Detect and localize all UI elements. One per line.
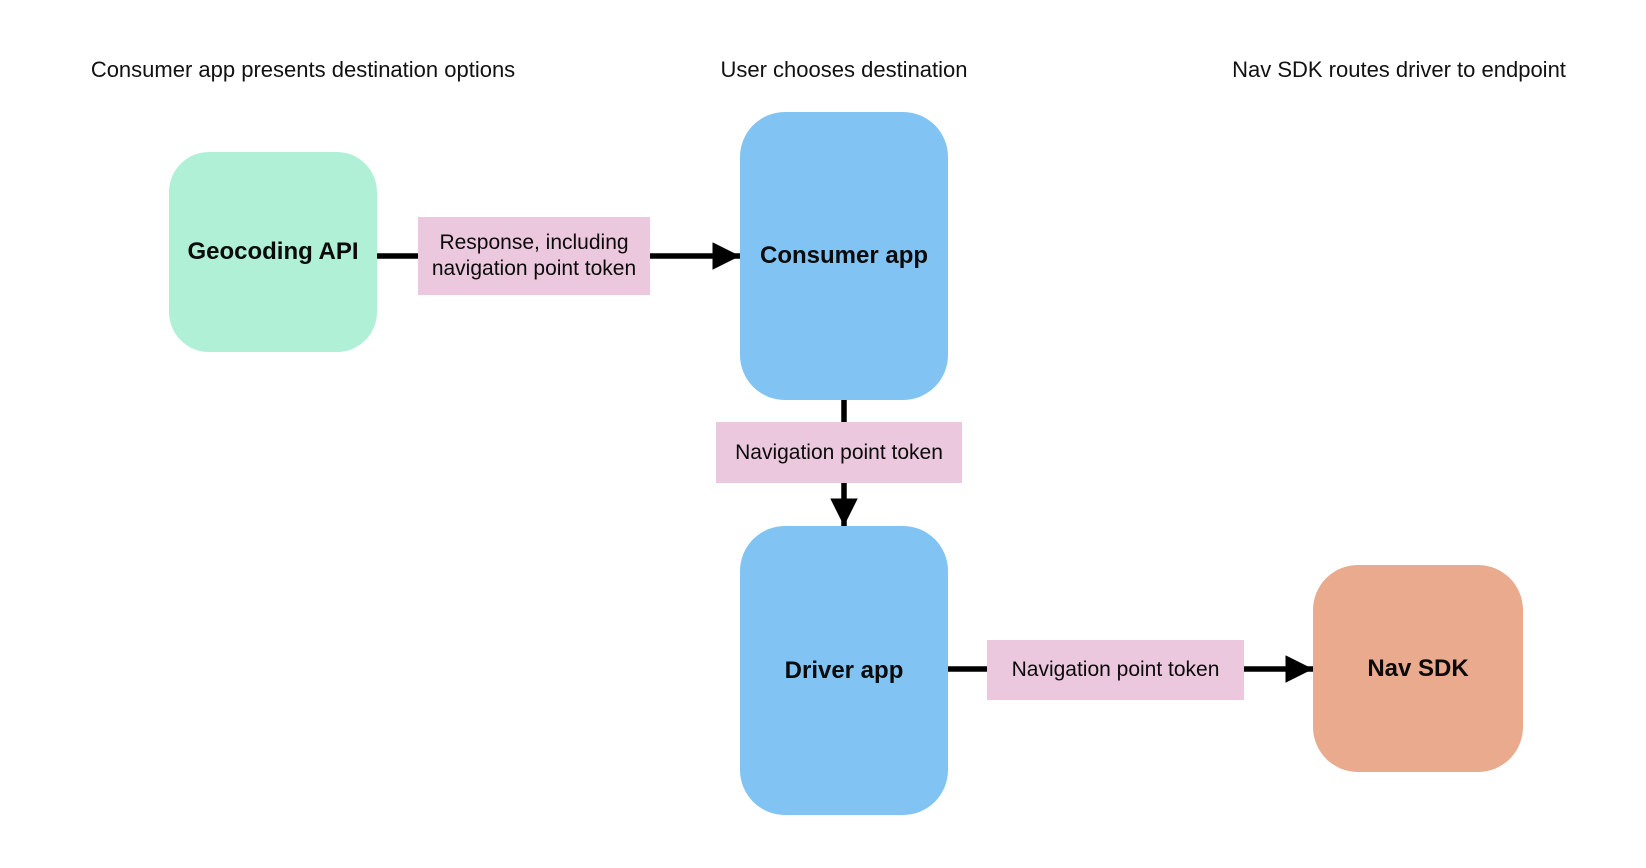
node-nav-sdk: Nav SDK: [1313, 565, 1523, 772]
node-driver-app: Driver app: [740, 526, 948, 815]
node-driver-app-label: Driver app: [784, 656, 904, 684]
stage-header-consumer-presents: Consumer app presents destination option…: [90, 57, 516, 82]
stage-header-navsdk-routes: Nav SDK routes driver to endpoint: [1232, 57, 1566, 82]
edge-label-navigation-point-token-horizontal: Navigation point token: [987, 640, 1244, 700]
node-nav-sdk-label: Nav SDK: [1367, 654, 1469, 682]
node-consumer-app: Consumer app: [740, 112, 948, 400]
stage-header-user-chooses: User chooses destination: [720, 57, 968, 82]
edge-label-navigation-point-token-vertical: Navigation point token: [716, 422, 962, 483]
node-geocoding-api-label: Geocoding API: [187, 238, 359, 265]
node-consumer-app-label: Consumer app: [759, 242, 929, 269]
edge-label-response-including-token: Response, including navigation point tok…: [418, 217, 650, 295]
node-geocoding-api: Geocoding API: [169, 152, 377, 352]
